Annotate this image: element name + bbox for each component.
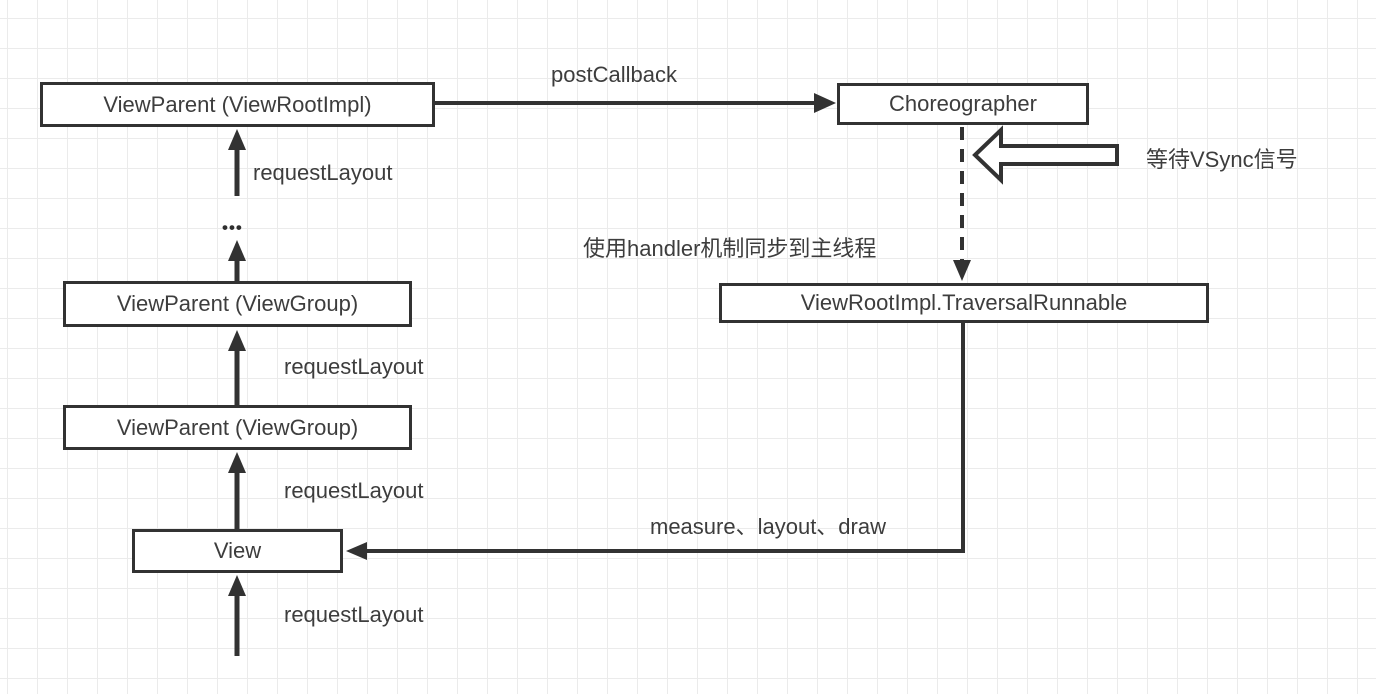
node-choreographer: Choreographer bbox=[837, 83, 1089, 125]
label-handler-sync: 使用handler机制同步到主线程 bbox=[583, 236, 877, 261]
arrow-requestlayout-bottom bbox=[228, 575, 246, 656]
arrow-measure-layout-draw bbox=[346, 323, 965, 560]
arrow-requestlayout-view bbox=[228, 452, 246, 529]
label-requestlayout-mid: requestLayout bbox=[284, 354, 424, 379]
arrow-postcallback bbox=[435, 93, 836, 113]
label-wait-vsync: 等待VSync信号 bbox=[1146, 147, 1298, 172]
label-measure-layout-draw: measure、layout、draw bbox=[650, 514, 886, 539]
node-viewparent-viewgroup-upper: ViewParent (ViewGroup) bbox=[63, 281, 412, 327]
arrow-requestlayout-mid bbox=[228, 330, 246, 405]
node-view: View bbox=[132, 529, 343, 573]
label-requestlayout-view: requestLayout bbox=[284, 478, 424, 503]
node-viewparent-viewrootimpl: ViewParent (ViewRootImpl) bbox=[40, 82, 435, 127]
arrow-requestlayout-top bbox=[228, 129, 246, 196]
arrow-requestlayout-ellipsis bbox=[228, 240, 246, 281]
label-requestlayout-bottom: requestLayout bbox=[284, 602, 424, 627]
ellipsis-label: ••• bbox=[222, 218, 243, 237]
label-requestlayout-top: requestLayout bbox=[253, 160, 393, 185]
label-postcallback: postCallback bbox=[551, 62, 677, 87]
node-viewparent-viewgroup-lower: ViewParent (ViewGroup) bbox=[63, 405, 412, 450]
node-viewrootimpl-traversalrunnable: ViewRootImpl.TraversalRunnable bbox=[719, 283, 1209, 323]
vsync-block-arrow-icon bbox=[972, 125, 1119, 185]
arrow-vsync-dashed bbox=[953, 127, 971, 281]
